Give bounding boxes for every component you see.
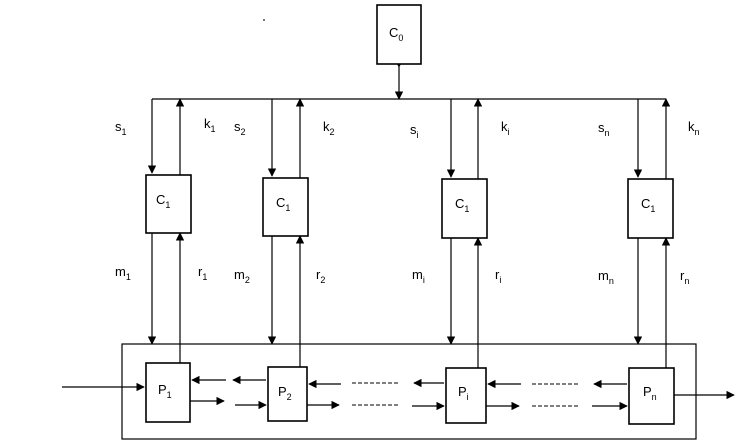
svg-text:Pn: Pn: [643, 384, 657, 402]
label-ri: ri: [495, 267, 501, 285]
svg-text:C1: C1: [641, 196, 655, 214]
svg-text:C1: C1: [455, 196, 469, 214]
label-r1: r1: [198, 264, 207, 282]
local-controller-2: C1: [262, 177, 309, 237]
label-mn: mn: [598, 268, 614, 286]
process-1: P1: [145, 362, 191, 423]
label-s2: s2: [234, 119, 246, 137]
label-si: si: [410, 122, 419, 140]
label-ki: ki: [501, 119, 510, 137]
label-k2: k2: [323, 119, 335, 137]
svg-text:C1: C1: [156, 192, 170, 210]
local-controllers: C1 C1 C1 C1: [145, 174, 674, 239]
svg-text:P1: P1: [158, 382, 172, 400]
process-2: P2: [267, 366, 308, 422]
label-sn: sn: [598, 120, 610, 138]
process-i: Pi: [445, 367, 487, 424]
local-controller-i: C1: [441, 178, 488, 239]
local-controller-n: C1: [627, 178, 674, 239]
process-frame: [121, 343, 697, 440]
label-r2: r2: [316, 267, 325, 285]
central-controller: C0: [376, 4, 422, 65]
local-controller-1: C1: [145, 174, 192, 234]
svg-text:C1: C1: [276, 195, 290, 213]
label-s1: s1: [115, 119, 127, 137]
label-kn: kn: [688, 119, 700, 137]
upper-labels: s1 k1 s2 k2 si ki sn kn: [115, 116, 700, 140]
process-links: [62, 375, 735, 411]
lower-labels: m1 r1 m2 r2 mi ri mn rn: [115, 264, 689, 286]
label-m2: m2: [234, 267, 250, 285]
label-mi: mi: [412, 267, 425, 285]
svg-text:P2: P2: [278, 384, 292, 402]
stray-dot: [263, 19, 265, 21]
upper-connections: [147, 98, 671, 179]
label-k1: k1: [204, 116, 216, 134]
lower-connections: [147, 232, 671, 368]
processes: P1 P2 Pi Pn: [145, 362, 675, 425]
central-controller-label: C0: [389, 25, 403, 43]
process-n: Pn: [628, 367, 675, 425]
label-m1: m1: [115, 264, 131, 282]
svg-text:Pi: Pi: [458, 384, 469, 402]
label-rn: rn: [680, 268, 689, 286]
